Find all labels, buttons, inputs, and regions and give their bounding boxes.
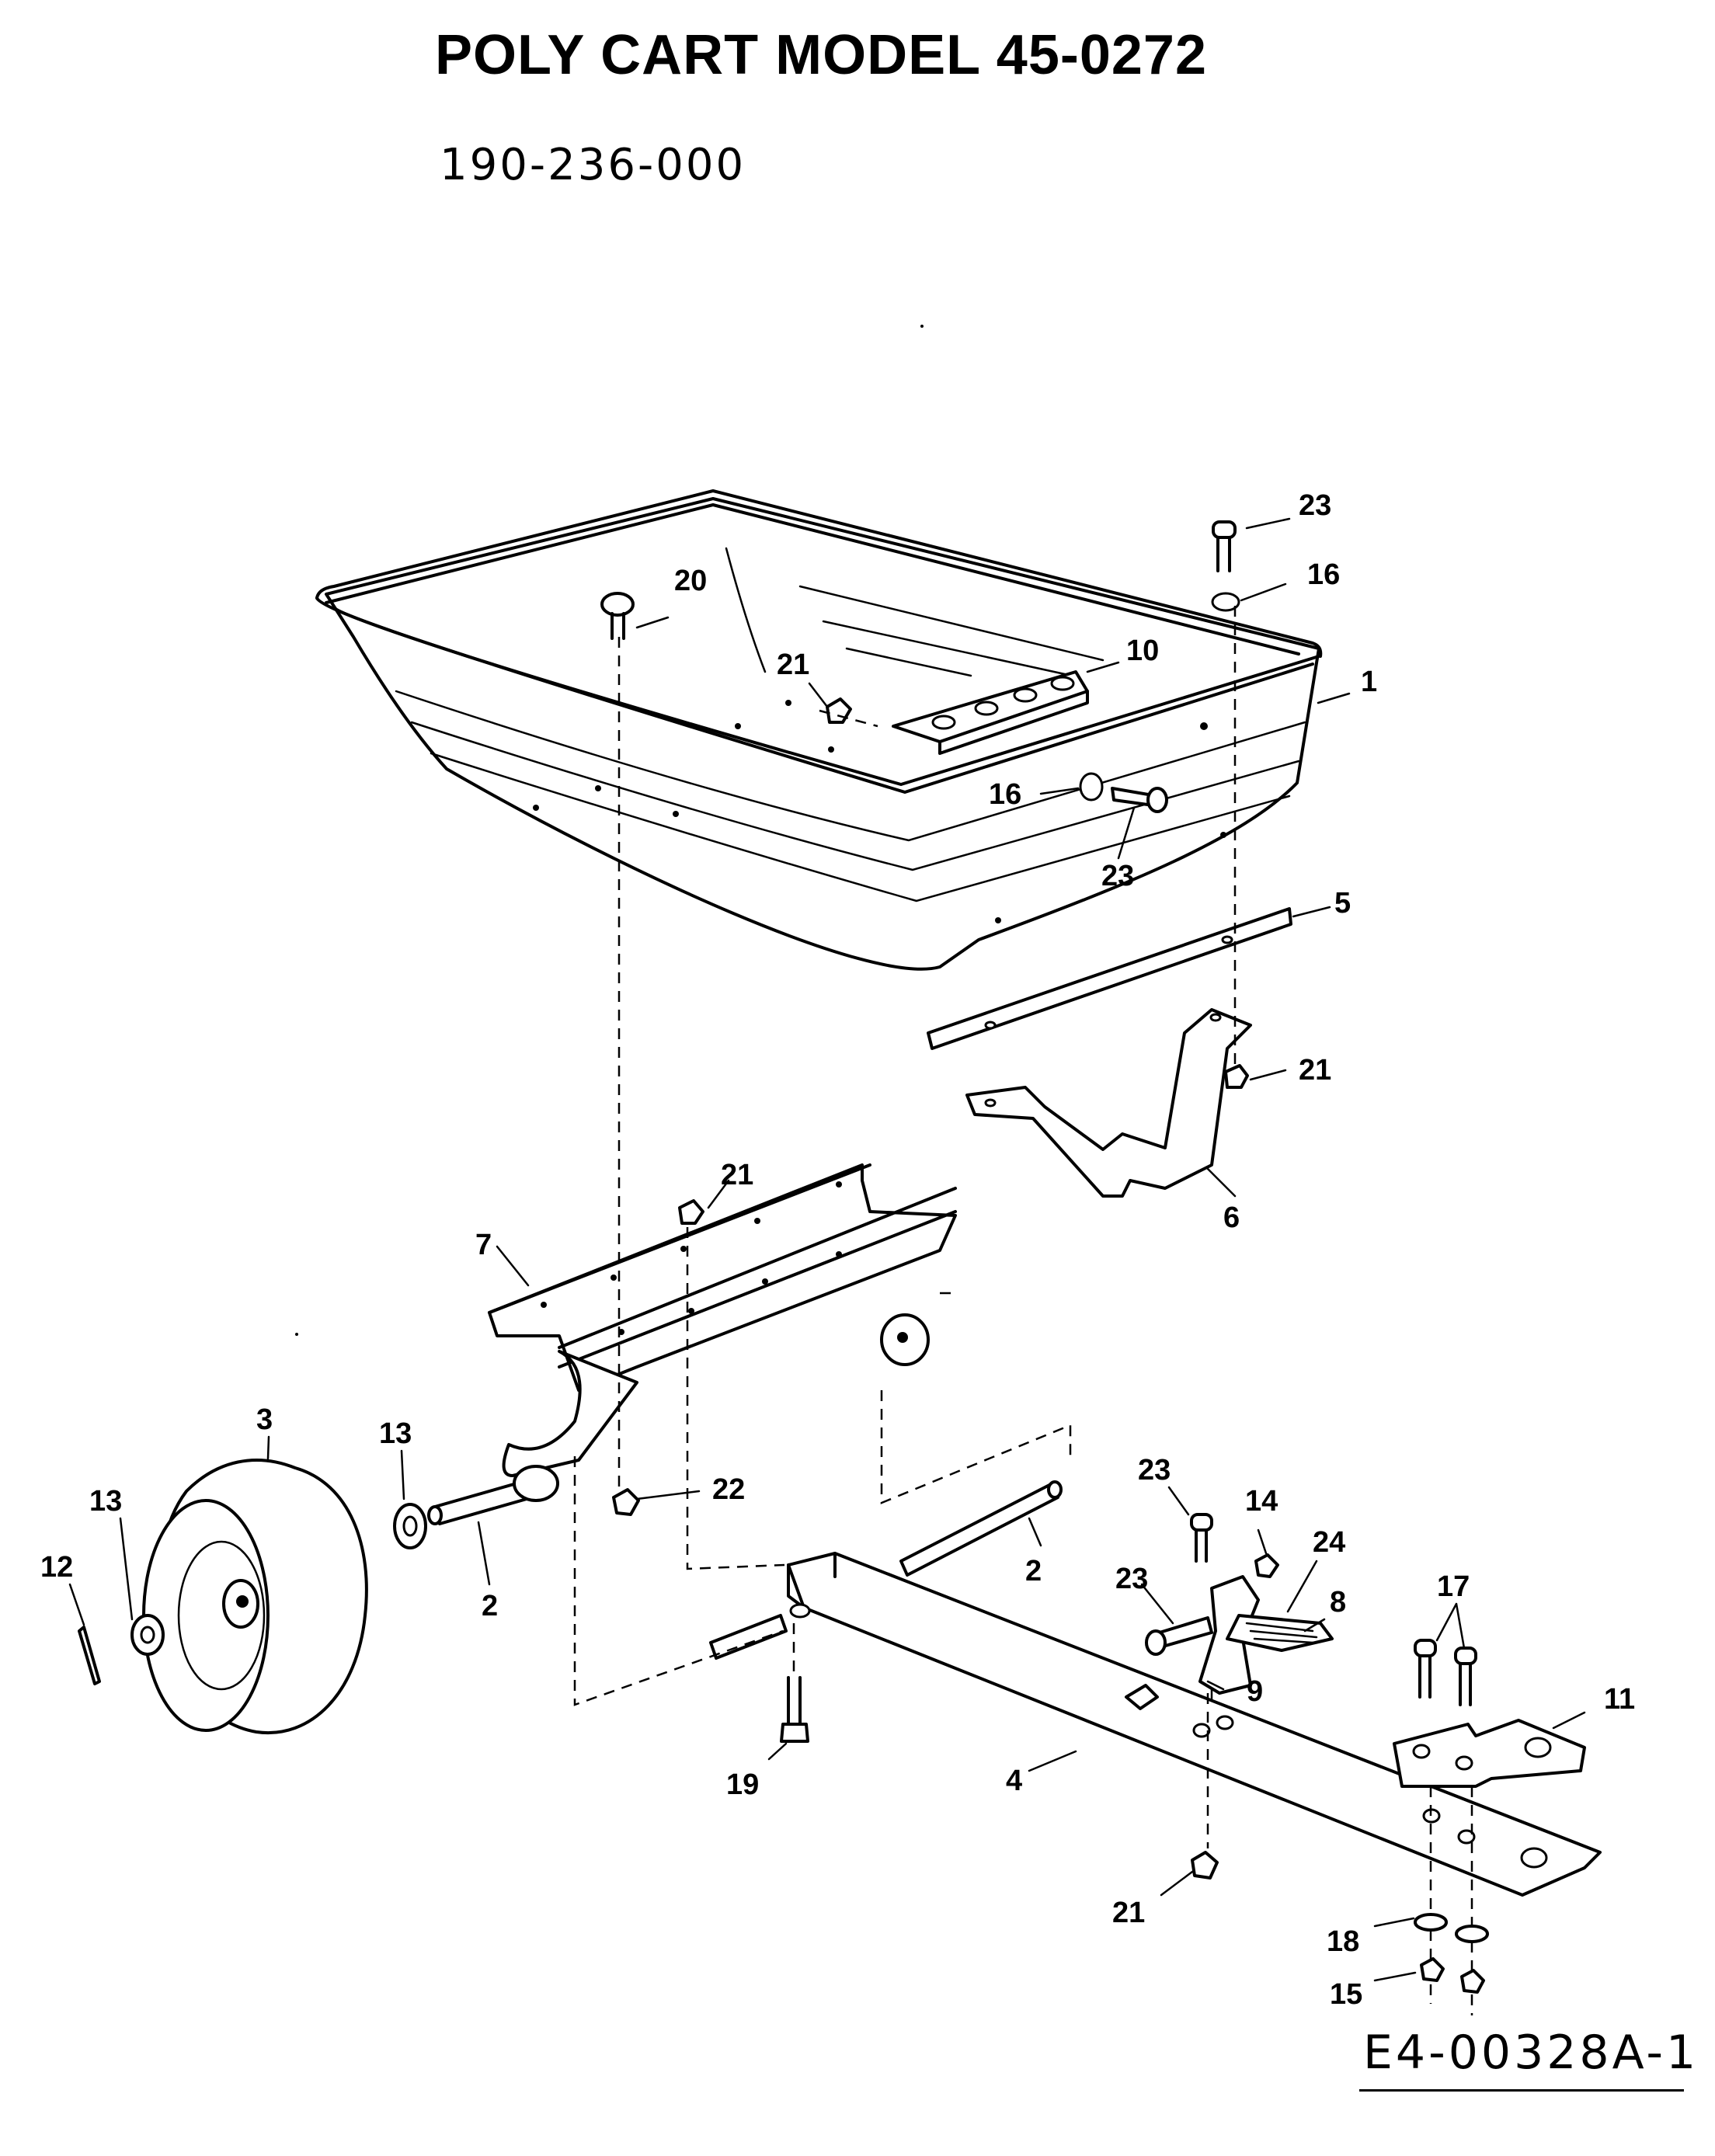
callout-23c: 23 [1138, 1454, 1171, 1487]
wheel-and-tire [130, 1459, 368, 1735]
callout-23a: 23 [1299, 489, 1331, 522]
frame-nut [612, 1488, 640, 1516]
callout-21a: 21 [777, 649, 809, 681]
callout-21d: 21 [1112, 1897, 1145, 1929]
callout-23d: 23 [1115, 1563, 1148, 1595]
axle-rods [427, 1465, 1063, 1660]
assembly-guide-lines [573, 606, 1473, 2015]
callout-17: 17 [1437, 1570, 1470, 1603]
callout-21b: 21 [1299, 1054, 1331, 1087]
cross-strap [927, 907, 1292, 1050]
part-code: 190-236-000 [440, 140, 746, 190]
callout-16a: 16 [1307, 558, 1340, 591]
callout-8: 8 [1330, 1586, 1346, 1619]
callout-9: 9 [1247, 1675, 1263, 1708]
callout-24: 24 [1313, 1526, 1345, 1559]
hanger-bracket [965, 1008, 1252, 1198]
callout-13a: 13 [379, 1417, 412, 1450]
hitch-bracket [1393, 1719, 1586, 1788]
callout-3: 3 [256, 1403, 273, 1436]
callout-19: 19 [726, 1768, 759, 1801]
callout-5: 5 [1334, 887, 1351, 920]
callout-10: 10 [1126, 635, 1159, 667]
callout-22: 22 [712, 1473, 745, 1506]
callout-7: 7 [475, 1229, 492, 1261]
callout-leader-lines [68, 517, 1586, 1982]
latch-assembly [1145, 1513, 1334, 1695]
tongue-bolt [780, 1676, 809, 1743]
callout-14: 14 [1245, 1485, 1278, 1518]
callout-2a: 2 [482, 1590, 498, 1622]
callout-labels: 1 2 2 3 4 5 6 7 8 9 10 11 12 13 13 14 15… [40, 489, 1635, 2011]
callout-23b: 23 [1101, 860, 1134, 892]
drawing-number-underline [1359, 2089, 1684, 2092]
drawing-number: E4-00328A-1 [1363, 2026, 1699, 2080]
callout-16b: 16 [989, 778, 1021, 811]
axle-channel-frame [488, 1163, 957, 1477]
tongue-nut [1191, 1851, 1219, 1880]
tongue-handle-bar [787, 1552, 1602, 1897]
callout-6: 6 [1223, 1201, 1240, 1234]
callout-11: 11 [1604, 1683, 1635, 1716]
hitch-bolts [1414, 1639, 1477, 1706]
callout-1: 1 [1361, 666, 1377, 698]
callout-15: 15 [1330, 1978, 1362, 2011]
callout-18: 18 [1327, 1925, 1359, 1958]
callout-21c: 21 [721, 1159, 753, 1191]
tub-bracket-plate [892, 670, 1089, 755]
hitch-washers-and-nuts [1414, 1913, 1489, 1994]
callout-2b: 2 [1025, 1555, 1042, 1587]
callout-4: 4 [1006, 1765, 1022, 1797]
callout-12: 12 [40, 1551, 73, 1584]
cotter-pin [78, 1626, 101, 1685]
tub-hardware [600, 520, 1240, 813]
poly-tub [315, 489, 1323, 971]
callout-20: 20 [674, 565, 707, 597]
callout-13b: 13 [89, 1485, 122, 1518]
page-title: POLY CART MODEL 45-0272 [435, 24, 1208, 86]
